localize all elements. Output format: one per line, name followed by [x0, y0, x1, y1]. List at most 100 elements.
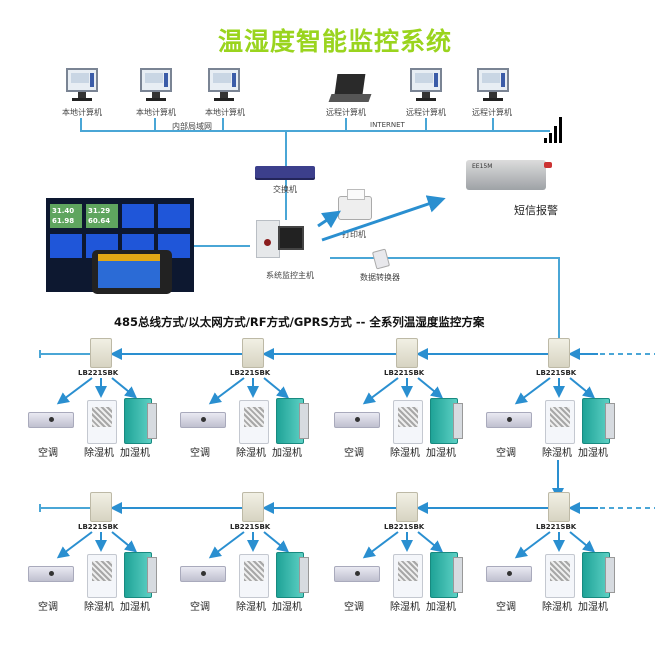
device-label-dehumidifier: 除湿机 — [84, 448, 114, 459]
remote-computer-label: 远程计算机 — [472, 108, 512, 117]
arrow-to-humidifier — [263, 377, 290, 399]
arrow-to-ac — [56, 377, 93, 405]
link-line — [222, 118, 224, 131]
humidifier-icon — [582, 552, 615, 598]
dehumidifier-icon — [87, 400, 117, 444]
sensor-controller-icon — [548, 338, 570, 368]
link-line — [425, 118, 427, 131]
sensor-model-label: LB221SBK — [230, 523, 271, 531]
dehumidifier-icon — [393, 554, 423, 598]
dashboard-cell — [122, 204, 154, 228]
remote-computer-label: 远程计算机 — [326, 108, 366, 117]
converter-label: 数据转换器 — [360, 273, 400, 282]
humidifier-icon — [124, 398, 157, 444]
local-computer-label: 本地计算机 — [136, 108, 176, 117]
device-label-humidifier: 加湿机 — [578, 448, 608, 459]
printer-icon — [338, 189, 372, 220]
humidifier-icon — [276, 552, 309, 598]
page-title: 温湿度智能监控系统 — [217, 27, 452, 56]
device-label-ac: 空调 — [38, 448, 58, 459]
arrow-to-ac — [514, 377, 551, 405]
dehumidifier-icon — [393, 400, 423, 444]
network-bus-line — [80, 130, 550, 132]
arrow-to-ac — [208, 531, 245, 559]
sensor-controller-icon — [396, 338, 418, 368]
arrow-to-ac — [362, 377, 399, 405]
arrow-to-ac — [56, 531, 93, 559]
link-line — [345, 118, 347, 131]
sensor-model-label: LB221SBK — [536, 523, 577, 531]
sensor-model-label: LB221SBK — [230, 369, 271, 377]
humidifier-icon — [430, 398, 463, 444]
humidifier-icon — [276, 398, 309, 444]
device-label-humidifier: 加湿机 — [426, 448, 456, 459]
air-conditioner-icon — [486, 412, 532, 428]
device-label-dehumidifier: 除湿机 — [84, 602, 114, 613]
arrow-to-humidifier — [569, 531, 596, 553]
sensor-model-label: LB221SBK — [384, 369, 425, 377]
mobile-phone-icon — [92, 250, 172, 294]
air-conditioner-icon — [180, 566, 226, 582]
remote-computer-3 — [475, 68, 511, 104]
link-line — [330, 257, 560, 259]
arrow-to-humidifier — [417, 377, 444, 399]
local-computer-2 — [138, 68, 174, 104]
device-label-dehumidifier: 除湿机 — [542, 448, 572, 459]
switch-label: 交换机 — [273, 185, 297, 194]
arrow-to-printer — [317, 210, 341, 229]
dehumidifier-icon — [239, 400, 269, 444]
device-label-humidifier: 加湿机 — [272, 448, 302, 459]
air-conditioner-icon — [486, 566, 532, 582]
sensor-model-label: LB221SBK — [78, 369, 119, 377]
air-conditioner-icon — [334, 566, 380, 582]
arrow-to-humidifier — [569, 377, 596, 399]
arrow-to-humidifier — [263, 531, 290, 553]
dashboard-humidity-value: 61.98 — [52, 217, 75, 225]
signal-icon — [544, 117, 564, 143]
device-label-ac: 空调 — [344, 448, 364, 459]
link-line — [285, 180, 287, 220]
subtitle: 485总线方式/以太网方式/RF方式/GPRS方式 -- 全系列温湿度监控方案 — [114, 315, 485, 329]
device-label-humidifier: 加湿机 — [120, 448, 150, 459]
sms-alarm-label: 短信报警 — [514, 204, 558, 217]
local-computer-label: 本地计算机 — [205, 108, 245, 117]
device-label-humidifier: 加湿机 — [120, 602, 150, 613]
arrow-to-ac — [514, 531, 551, 559]
sensor-controller-icon — [396, 492, 418, 522]
arrow-to-ac — [362, 531, 399, 559]
arrow-to-humidifier — [417, 531, 444, 553]
link-line — [80, 118, 82, 131]
dashboard-humidity-value: 60.64 — [88, 217, 111, 225]
dehumidifier-icon — [239, 554, 269, 598]
arrow-to-ac — [208, 377, 245, 405]
sensor-controller-icon — [242, 492, 264, 522]
host-label: 系统监控主机 — [266, 271, 314, 280]
dashboard-temp-value: 31.40 — [52, 207, 75, 215]
device-label-dehumidifier: 除湿机 — [390, 448, 420, 459]
device-label-ac: 空调 — [344, 602, 364, 613]
device-label-ac: 空调 — [496, 448, 516, 459]
link-line — [154, 118, 156, 131]
arrow-to-humidifier — [111, 377, 138, 399]
sensor-controller-icon — [548, 492, 570, 522]
humidifier-icon — [430, 552, 463, 598]
humidifier-icon — [124, 552, 157, 598]
device-label-dehumidifier: 除湿机 — [236, 602, 266, 613]
device-label-humidifier: 加湿机 — [426, 602, 456, 613]
device-label-ac: 空调 — [496, 602, 516, 613]
dashboard-cell — [158, 204, 190, 228]
host-computer-icon — [256, 220, 304, 260]
link-line — [558, 257, 560, 345]
device-label-dehumidifier: 除湿机 — [390, 602, 420, 613]
local-computer-3 — [206, 68, 242, 104]
dehumidifier-icon — [545, 554, 575, 598]
device-label-dehumidifier: 除湿机 — [236, 448, 266, 459]
humidifier-icon — [582, 398, 615, 444]
link-line — [492, 118, 494, 131]
internet-label: INTERNET — [370, 121, 405, 129]
sensor-controller-icon — [90, 492, 112, 522]
gsm-modem-icon — [466, 160, 552, 190]
air-conditioner-icon — [334, 412, 380, 428]
